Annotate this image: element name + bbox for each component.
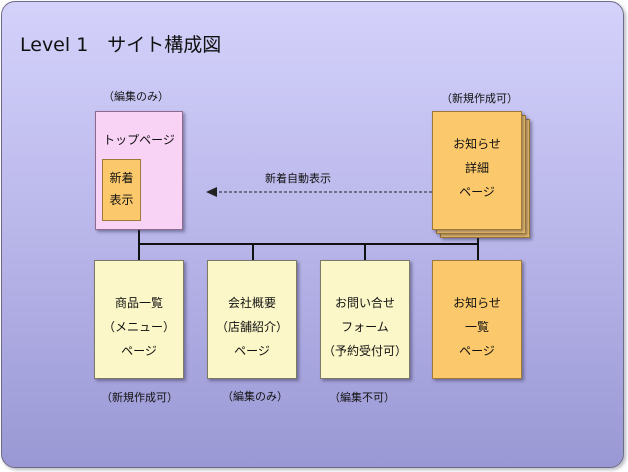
contact-line-3: （予約受付可） — [322, 344, 407, 358]
company-line-3: ページ — [234, 344, 270, 358]
connector-bus — [138, 243, 479, 245]
products-line-2: （メニュー） — [102, 320, 175, 334]
new-arrivals-line-1: 新着 — [109, 171, 134, 185]
products-note: （新規作成可） — [101, 392, 178, 404]
news-detail-note: （新規作成可） — [441, 93, 518, 105]
news-list-line-1: お知らせ — [453, 296, 501, 310]
news-detail-line-2: 詳細 — [464, 161, 489, 175]
top-page-note: （編集のみ） — [103, 91, 169, 103]
company-line-1: 会社概要 — [227, 296, 276, 310]
news-list-line-3: ページ — [459, 344, 495, 358]
connector-news-list — [477, 237, 479, 260]
news-list-line-2: 一覧 — [464, 320, 489, 334]
company-note: （編集のみ） — [222, 391, 288, 403]
contact-line-1: お問い合せ — [334, 296, 395, 310]
products-line-3: ページ — [121, 344, 157, 358]
products-line-1: 商品一覧 — [114, 296, 163, 310]
news-detail-box[interactable]: お知らせ 詳細 ページ — [432, 111, 522, 230]
connector-products — [138, 243, 140, 260]
contact-line-2: フォーム — [341, 320, 389, 334]
news-detail-line-3: ページ — [459, 185, 495, 199]
top-page-title: トップページ — [103, 133, 175, 147]
company-page-box[interactable]: 会社概要 （店舗紹介） ページ — [207, 260, 297, 379]
diagram-title: Level 1 サイト構成図 — [20, 34, 222, 56]
connector-trunk — [138, 229, 140, 244]
new-arrivals-box[interactable]: 新着 表示 — [102, 159, 141, 221]
news-list-box[interactable]: お知らせ 一覧 ページ — [432, 260, 522, 379]
contact-form-box[interactable]: お問い合せ フォーム （予約受付可） — [320, 260, 410, 379]
contact-note: （編集不可） — [329, 392, 395, 404]
connector-company — [252, 243, 254, 260]
news-detail-line-1: お知らせ — [453, 137, 501, 151]
company-line-2: （店舗紹介） — [215, 320, 288, 334]
products-page-box[interactable]: 商品一覧 （メニュー） ページ — [94, 260, 184, 379]
connector-contact — [364, 243, 366, 260]
new-arrivals-line-2: 表示 — [109, 193, 134, 207]
auto-display-label: 新着自動表示 — [265, 173, 331, 185]
